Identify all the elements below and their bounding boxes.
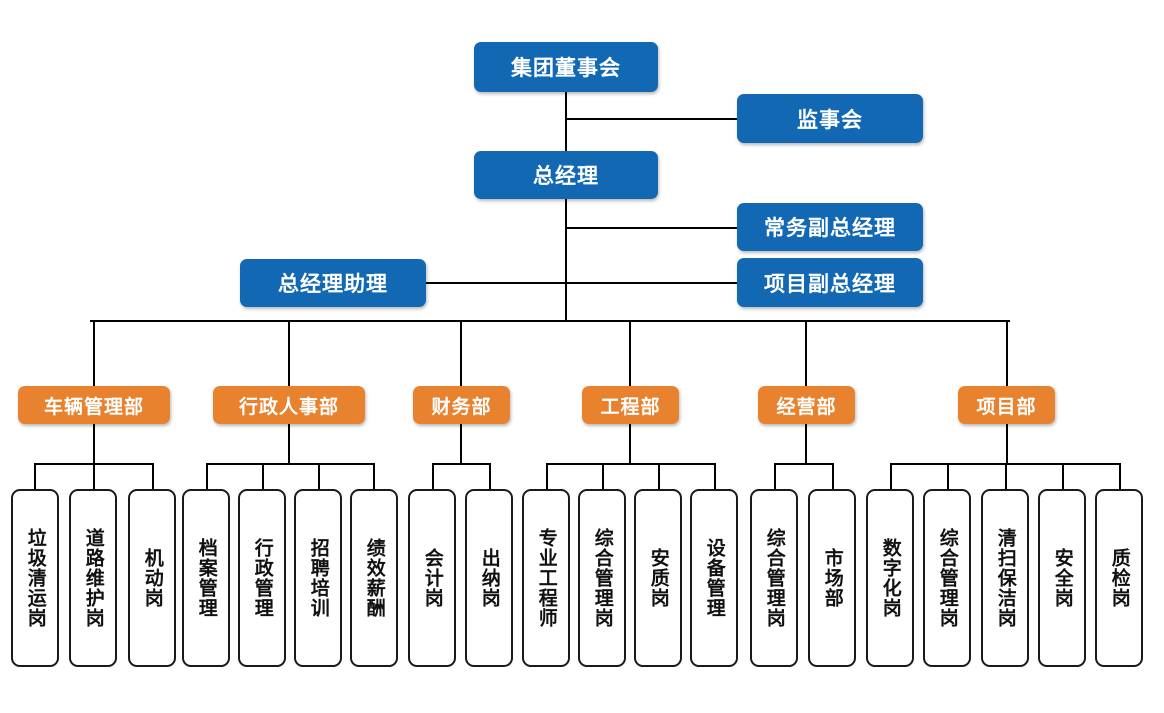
department-engineering[interactable]: 工程部 xyxy=(582,386,679,424)
line-project-leaf-0 xyxy=(890,463,892,489)
line-gm-assistant-to-gm xyxy=(425,282,566,284)
line-adminhr-down xyxy=(288,424,290,464)
line-operations-leaf-1 xyxy=(832,463,834,489)
line-finance-leaf-0 xyxy=(432,463,434,489)
position-adminhr-0[interactable]: 档案管理 xyxy=(182,489,230,667)
position-project-4[interactable]: 质检岗 xyxy=(1095,489,1143,667)
position-engineering-3[interactable]: 设备管理 xyxy=(690,489,738,667)
line-bus-to-project xyxy=(1006,320,1008,386)
position-operations-0[interactable]: 综合管理岗 xyxy=(750,489,798,667)
position-adminhr-3[interactable]: 绩效薪酬 xyxy=(350,489,398,667)
department-bus-line xyxy=(90,320,1010,322)
line-adminhr-leaf-3 xyxy=(373,463,375,489)
line-project-leaf-2 xyxy=(1005,463,1007,489)
line-finance-bar xyxy=(432,463,490,465)
line-vehicle-leaf-2 xyxy=(152,463,154,489)
line-project-down xyxy=(1006,424,1008,464)
line-engineering-leaf-2 xyxy=(658,463,660,489)
position-operations-1[interactable]: 市场部 xyxy=(808,489,856,667)
line-project-leaf-1 xyxy=(947,463,949,489)
line-vehicle-leaf-1 xyxy=(93,463,95,489)
node-executive-deputy-gm[interactable]: 常务副总经理 xyxy=(737,203,923,251)
line-bus-to-operations xyxy=(805,320,807,386)
line-finance-down xyxy=(460,424,462,464)
node-gm-assistant[interactable]: 总经理助理 xyxy=(240,259,426,307)
position-project-0[interactable]: 数字化岗 xyxy=(866,489,914,667)
department-operations[interactable]: 经营部 xyxy=(758,386,855,424)
position-adminhr-2[interactable]: 招聘培训 xyxy=(294,489,342,667)
line-project-leaf-3 xyxy=(1062,463,1064,489)
line-vehicle-down xyxy=(93,424,95,464)
line-adminhr-bar xyxy=(206,463,373,465)
line-operations-down xyxy=(805,424,807,464)
department-admin-hr[interactable]: 行政人事部 xyxy=(213,386,365,424)
node-general-manager[interactable]: 总经理 xyxy=(474,151,658,199)
line-gm-to-executive-deputy xyxy=(565,227,737,229)
position-engineering-0[interactable]: 专业工程师 xyxy=(522,489,570,667)
department-vehicle[interactable]: 车辆管理部 xyxy=(18,386,170,424)
line-finance-leaf-1 xyxy=(489,463,491,489)
position-engineering-1[interactable]: 综合管理岗 xyxy=(578,489,626,667)
line-adminhr-leaf-2 xyxy=(318,463,320,489)
line-adminhr-leaf-1 xyxy=(262,463,264,489)
node-project-deputy-gm[interactable]: 项目副总经理 xyxy=(737,258,923,307)
position-vehicle-2[interactable]: 机动岗 xyxy=(128,489,176,667)
line-engineering-leaf-1 xyxy=(602,463,604,489)
line-project-bar xyxy=(890,463,1119,465)
position-finance-0[interactable]: 会计岗 xyxy=(408,489,456,667)
department-project[interactable]: 项目部 xyxy=(958,386,1055,424)
node-board[interactable]: 集团董事会 xyxy=(474,42,658,92)
line-adminhr-leaf-0 xyxy=(206,463,208,489)
position-project-2[interactable]: 清扫保洁岗 xyxy=(981,489,1029,667)
position-engineering-2[interactable]: 安质岗 xyxy=(634,489,682,667)
line-board-to-supervisory xyxy=(565,118,737,120)
node-supervisory-board[interactable]: 监事会 xyxy=(737,94,923,143)
line-bus-to-engineering xyxy=(629,320,631,386)
line-operations-leaf-0 xyxy=(774,463,776,489)
line-vehicle-leaf-0 xyxy=(34,463,36,489)
line-bus-to-finance xyxy=(460,320,462,386)
line-bus-to-vehicle xyxy=(93,320,95,386)
position-vehicle-1[interactable]: 道路维护岗 xyxy=(69,489,117,667)
line-engineering-leaf-3 xyxy=(714,463,716,489)
position-project-3[interactable]: 安全岗 xyxy=(1038,489,1086,667)
line-engineering-leaf-0 xyxy=(546,463,548,489)
position-finance-1[interactable]: 出纳岗 xyxy=(465,489,513,667)
line-bus-to-admin-hr xyxy=(288,320,290,386)
department-finance[interactable]: 财务部 xyxy=(413,386,510,424)
line-engineering-bar xyxy=(546,463,714,465)
line-project-leaf-4 xyxy=(1119,463,1121,489)
line-gm-down xyxy=(565,199,567,321)
line-gm-to-project-deputy xyxy=(565,282,737,284)
line-operations-bar xyxy=(774,463,833,465)
position-project-1[interactable]: 综合管理岗 xyxy=(923,489,971,667)
line-engineering-down xyxy=(629,424,631,464)
line-board-down xyxy=(565,92,567,151)
position-adminhr-1[interactable]: 行政管理 xyxy=(238,489,286,667)
position-vehicle-0[interactable]: 垃圾清运岗 xyxy=(11,489,59,667)
